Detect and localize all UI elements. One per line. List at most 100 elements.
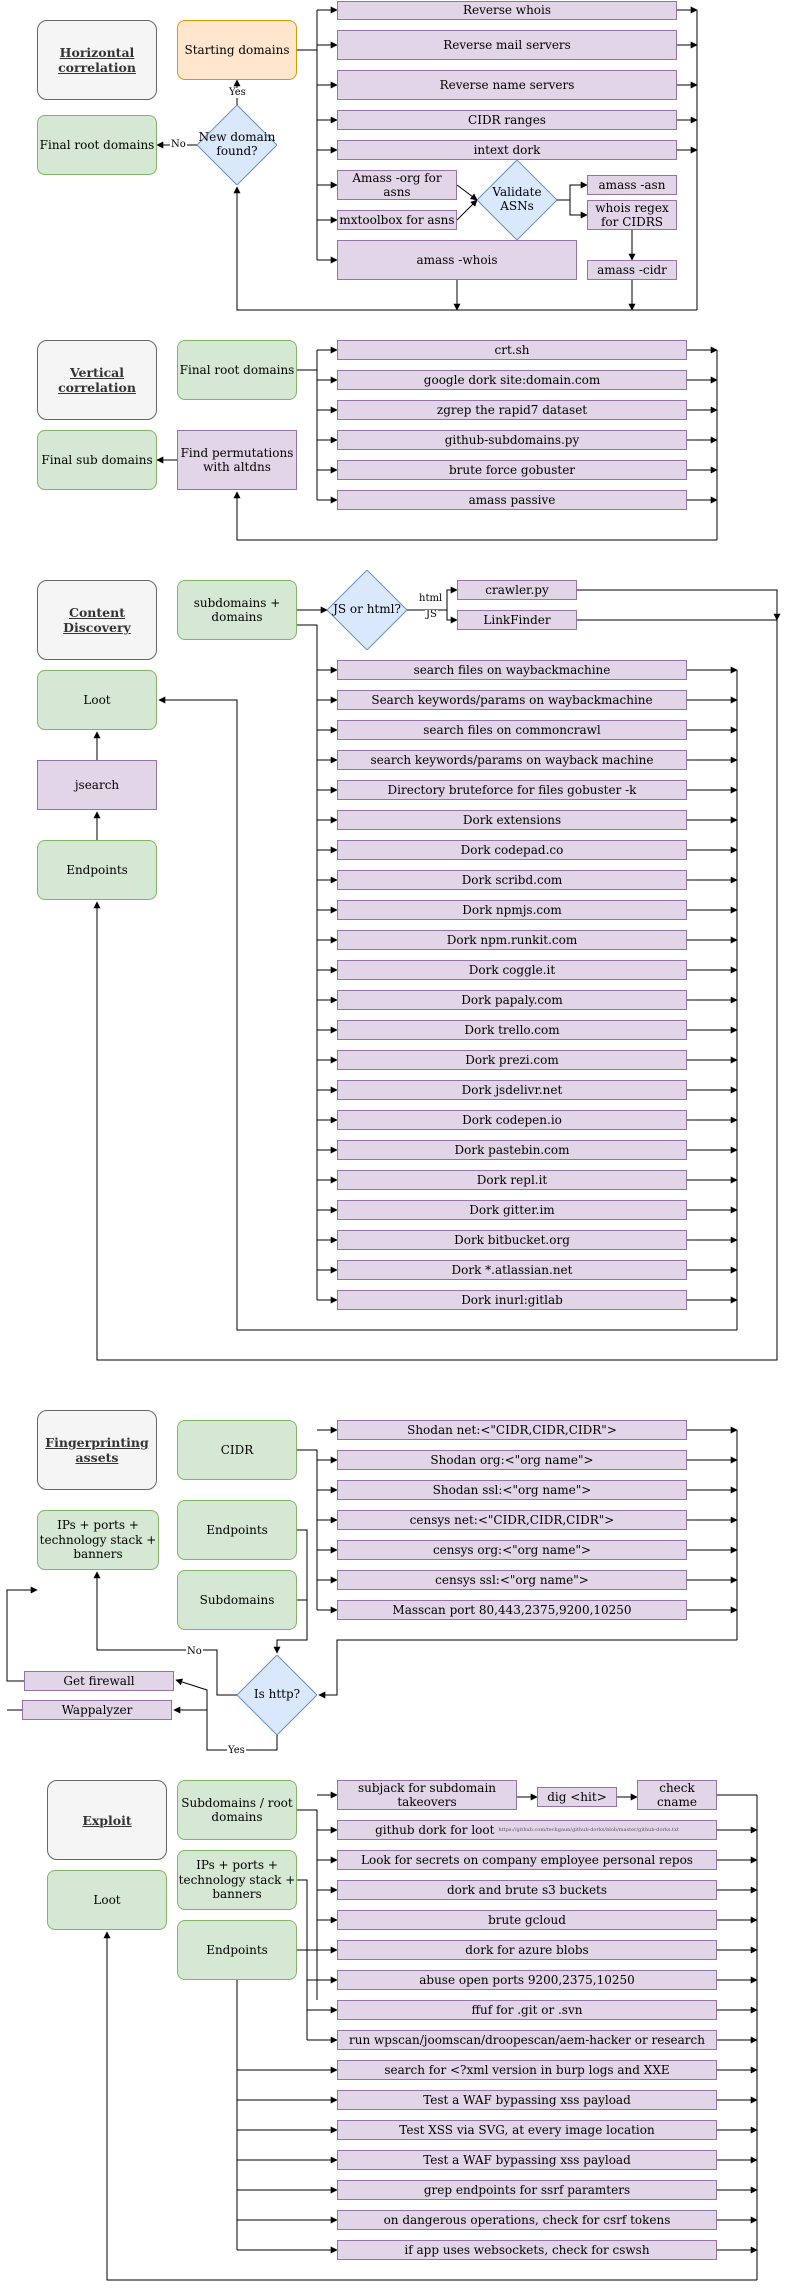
yes-edge-label: Yes [228, 87, 247, 98]
exploit-loot-node[interactable]: Loot [47, 1870, 167, 1930]
crawler-node[interactable]: crawler.py [457, 580, 577, 600]
step-reverse-whois[interactable]: Reverse whois [337, 1, 677, 20]
vertical-step-3[interactable]: github-subdomains.py [337, 430, 687, 450]
content-step-0[interactable]: search files on waybackmachine [337, 660, 687, 680]
content-step-7[interactable]: Dork scribd.com [337, 870, 687, 890]
final-root-domains-node[interactable]: Final root domains [37, 115, 157, 175]
js-or-html-decision[interactable]: JS or html? [327, 570, 407, 650]
exploit-step-6[interactable]: run wpscan/joomscan/droopescan/aem-hacke… [337, 2030, 717, 2050]
fingerprint-step-3[interactable]: censys net:<"CIDR,CIDR,CIDR"> [337, 1510, 687, 1530]
exploit-step-5[interactable]: ffuf for .git or .svn [337, 2000, 717, 2020]
content-endpoints-node[interactable]: Endpoints [37, 840, 157, 900]
github-dork-label: github dork for loot [375, 1822, 495, 1837]
content-step-17[interactable]: Dork repl.it [337, 1170, 687, 1190]
fingerprint-step-2[interactable]: Shodan ssl:<"org name"> [337, 1480, 687, 1500]
github-dorks-url[interactable]: https://github.com/techgaun/github-dorks… [498, 1827, 679, 1833]
step-whois-regex[interactable]: whois regex for CIDRS [587, 200, 677, 230]
connector-line [93, 620, 778, 1361]
exploit-step-8[interactable]: Test a WAF bypassing xss payload [337, 2090, 717, 2110]
is-http-label: Is http? [253, 1687, 301, 1702]
fingerprint-step-5[interactable]: censys ssl:<"org name"> [337, 1570, 687, 1590]
step-amass-asn[interactable]: amass -asn [587, 175, 677, 195]
new-domain-decision[interactable]: New domain found? [197, 105, 277, 185]
exploit-step-3[interactable]: dork for azure blobs [337, 1940, 717, 1960]
content-step-2[interactable]: search files on commoncrawl [337, 720, 687, 740]
content-step-12[interactable]: Dork trello.com [337, 1020, 687, 1040]
vertical-step-5[interactable]: amass passive [337, 490, 687, 510]
exploit-endpoints-node[interactable]: Endpoints [177, 1920, 297, 1980]
exploit-step-0[interactable]: Look for secrets on company employee per… [337, 1850, 717, 1870]
exploit-step-9[interactable]: Test XSS via SVG, at every image locatio… [337, 2120, 717, 2140]
content-step-1[interactable]: Search keywords/params on waybackmachine [337, 690, 687, 710]
content-step-4[interactable]: Directory bruteforce for files gobuster … [337, 780, 687, 800]
exploit-step-2[interactable]: brute gcloud [337, 1910, 717, 1930]
section-title-vertical: Vertical correlation [37, 340, 157, 420]
fingerprint-step-4[interactable]: censys org:<"org name"> [337, 1540, 687, 1560]
step-label: Dork codepen.io [462, 1112, 562, 1127]
step-reverse-mail-servers[interactable]: Reverse mail servers [337, 30, 677, 60]
step-reverse-name-servers[interactable]: Reverse name servers [337, 70, 677, 100]
linkfinder-node[interactable]: LinkFinder [457, 610, 577, 630]
starting-domains-node[interactable]: Starting domains [177, 20, 297, 80]
content-step-14[interactable]: Dork jsdelivr.net [337, 1080, 687, 1100]
fp-subdomains-node[interactable]: Subdomains [177, 1570, 297, 1630]
github-dork-node[interactable]: github dork for loot https://github.com/… [337, 1820, 717, 1840]
step-amass-org[interactable]: Amass -org for asns [337, 170, 457, 200]
step-cidr-ranges[interactable]: CIDR ranges [337, 110, 677, 130]
content-loot-node[interactable]: Loot [37, 670, 157, 730]
step-amass-whois[interactable]: amass -whois [337, 240, 577, 280]
fingerprint-step-1[interactable]: Shodan org:<"org name"> [337, 1450, 687, 1470]
validate-asns-decision[interactable]: Validate ASNs [477, 160, 557, 240]
exploit-step-7[interactable]: search for <?xml version in burp logs an… [337, 2060, 717, 2080]
vertical-step-2[interactable]: zgrep the rapid7 dataset [337, 400, 687, 420]
content-step-19[interactable]: Dork bitbucket.org [337, 1230, 687, 1250]
content-step-16[interactable]: Dork pastebin.com [337, 1140, 687, 1160]
ips-ports-node[interactable]: IPs + ports + technology stack + banners [37, 1510, 159, 1570]
content-step-5[interactable]: Dork extensions [337, 810, 687, 830]
content-step-21[interactable]: Dork inurl:gitlab [337, 1290, 687, 1310]
content-step-11[interactable]: Dork papaly.com [337, 990, 687, 1010]
check-cname-node[interactable]: check cname [637, 1780, 717, 1810]
vertical-step-1[interactable]: google dork site:domain.com [337, 370, 687, 390]
content-step-6[interactable]: Dork codepad.co [337, 840, 687, 860]
final-sub-domains-node[interactable]: Final sub domains [37, 430, 157, 490]
exploit-step-11[interactable]: grep endpoints for ssrf paramters [337, 2180, 717, 2200]
content-step-8[interactable]: Dork npmjs.com [337, 900, 687, 920]
wappalyzer-node[interactable]: Wappalyzer [22, 1700, 172, 1720]
step-label: censys net:<"CIDR,CIDR,CIDR"> [409, 1512, 615, 1527]
get-firewall-node[interactable]: Get firewall [24, 1671, 174, 1691]
subjack-node[interactable]: subjack for subdomain takeovers [337, 1780, 517, 1810]
exploit-step-13[interactable]: if app uses websockets, check for cswsh [337, 2240, 717, 2260]
vertical-step-0[interactable]: crt.sh [337, 340, 687, 360]
step-mxtoolbox[interactable]: mxtoolbox for asns [337, 210, 457, 230]
exploit-step-4[interactable]: abuse open ports 9200,2375,10250 [337, 1970, 717, 1990]
content-step-13[interactable]: Dork prezi.com [337, 1050, 687, 1070]
is-http-decision[interactable]: Is http? [237, 1655, 317, 1735]
subdomains-domains-node[interactable]: subdomains + domains [177, 580, 297, 640]
altdns-permutations-node[interactable]: Find permutations with altdns [177, 430, 297, 490]
cidr-node[interactable]: CIDR [177, 1420, 297, 1480]
exploit-step-12[interactable]: on dangerous operations, check for csrf … [337, 2210, 717, 2230]
content-step-15[interactable]: Dork codepen.io [337, 1110, 687, 1130]
step-label: CIDR ranges [468, 112, 546, 127]
fp-endpoints-node[interactable]: Endpoints [177, 1500, 297, 1560]
fingerprint-step-6[interactable]: Masscan port 80,443,2375,9200,10250 [337, 1600, 687, 1620]
content-step-3[interactable]: search keywords/params on wayback machin… [337, 750, 687, 770]
step-label: amass -cidr [597, 262, 667, 277]
jsearch-node[interactable]: jsearch [37, 760, 157, 810]
exploit-subdomains-node[interactable]: Subdomains / root domains [177, 1780, 297, 1840]
content-step-18[interactable]: Dork gitter.im [337, 1200, 687, 1220]
step-intext-dork[interactable]: intext dork [337, 140, 677, 160]
fingerprint-step-0[interactable]: Shodan net:<"CIDR,CIDR,CIDR"> [337, 1420, 687, 1440]
section-title-horizontal-text: Horizontal correlation [58, 45, 136, 75]
exploit-step-10[interactable]: Test a WAF bypassing xss payload [337, 2150, 717, 2170]
content-step-20[interactable]: Dork *.atlassian.net [337, 1260, 687, 1280]
dig-node[interactable]: dig <hit> [537, 1787, 617, 1807]
exploit-ips-node[interactable]: IPs + ports + technology stack + banners [177, 1850, 297, 1910]
content-step-10[interactable]: Dork coggle.it [337, 960, 687, 980]
content-step-9[interactable]: Dork npm.runkit.com [337, 930, 687, 950]
vertical-step-4[interactable]: brute force gobuster [337, 460, 687, 480]
step-amass-cidr[interactable]: amass -cidr [587, 260, 677, 280]
exploit-step-1[interactable]: dork and brute s3 buckets [337, 1880, 717, 1900]
vertical-final-root-domains-node[interactable]: Final root domains [177, 340, 297, 400]
